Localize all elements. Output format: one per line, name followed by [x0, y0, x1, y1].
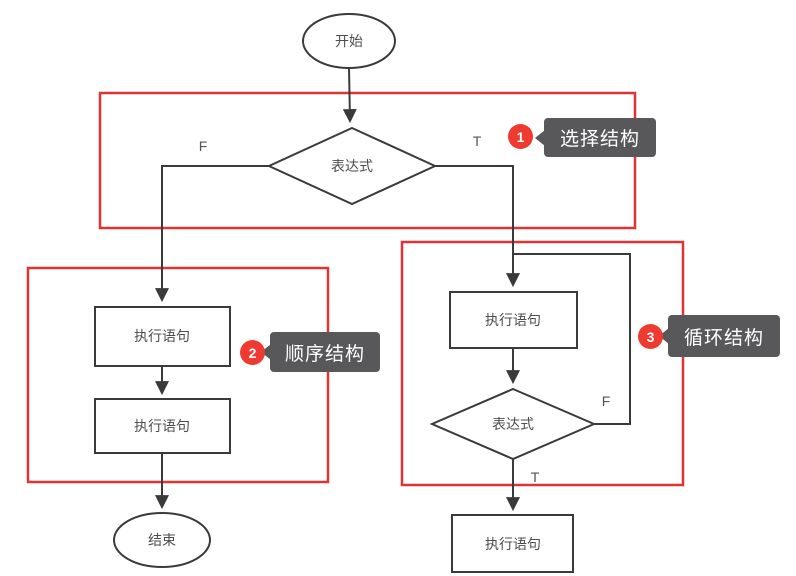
process-node-1-label: 执行语句: [134, 328, 190, 344]
decision-node-2: [429, 387, 597, 461]
edge-decision1-false: [155, 165, 269, 303]
edge-decision2-false-loopback: [514, 253, 631, 425]
process-node-2-label: 执行语句: [134, 418, 190, 434]
tooltip-label-2: 顺序结构: [284, 343, 365, 365]
tooltip-label-3: 循环结构: [683, 327, 764, 349]
end-node-label: 结束: [148, 532, 176, 548]
tooltip-sequence-structure: 顺序结构: [261, 332, 380, 372]
sequence-structure-outline: [26, 266, 330, 484]
annotation-badge-1: 1: [508, 124, 533, 149]
selection-structure-outline: [98, 91, 637, 230]
decision-node-1: [266, 126, 438, 206]
start-node-label: 开始: [335, 33, 363, 49]
end-node: [113, 512, 211, 568]
branch-label-false-1: F: [199, 138, 208, 154]
edge-decision1-true: [435, 165, 520, 288]
branch-label-false-2: F: [602, 393, 611, 409]
annotation-badge-2: 2: [240, 340, 265, 365]
process-node-3-label: 执行语句: [485, 312, 541, 328]
annotation-badge-3: 3: [638, 324, 663, 349]
process-node-1: [94, 306, 231, 367]
decision-node-1-label: 表达式: [331, 158, 373, 174]
tooltip-pointer-left-icon: [535, 129, 545, 146]
tooltip-label-1: 选择结构: [559, 129, 640, 150]
tooltip-selection-structure: 选择结构: [535, 118, 656, 157]
tooltip-loop-structure: 循环结构: [659, 315, 780, 357]
branch-label-true-2: T: [531, 469, 540, 485]
process-node-4-label: 执行语句: [485, 536, 541, 552]
edge-start-to-decision1: [342, 67, 357, 124]
loop-structure-outline: [400, 240, 685, 487]
process-node-4: [451, 514, 574, 573]
branch-label-true-1: T: [473, 133, 482, 149]
decision-node-2-label: 表达式: [492, 416, 534, 432]
tooltip-pointer-left-icon: [659, 328, 669, 344]
process-node-2: [94, 398, 231, 454]
start-node: [302, 13, 396, 69]
tooltip-pointer-left-icon: [261, 344, 271, 360]
process-node-3: [449, 291, 578, 349]
